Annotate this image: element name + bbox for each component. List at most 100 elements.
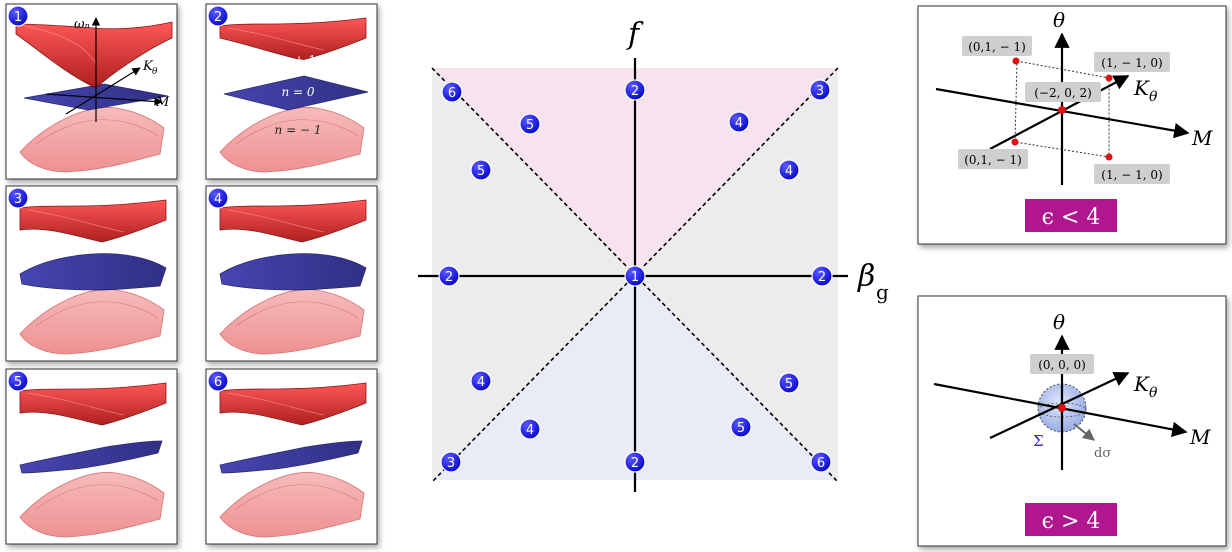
band-label-zero: n = 0: [281, 85, 314, 99]
phase-badge: 2: [438, 265, 460, 287]
lower-band: [219, 472, 365, 538]
upper-band: [219, 199, 367, 243]
sphere-equator: [1037, 402, 1087, 418]
band-label-minus: n = − 1: [275, 123, 322, 137]
band-panel-4: 4: [205, 185, 378, 362]
svg-text:4: 4: [526, 423, 534, 438]
phase-badge: 2: [811, 265, 833, 287]
phase-badge: 3: [440, 451, 462, 473]
band-panel-6: 6: [205, 368, 378, 545]
svg-text:(0,1, − 1): (0,1, − 1): [964, 153, 1022, 167]
phase-badge: 6: [441, 81, 463, 103]
condition-label: ϵ < 4: [1042, 205, 1101, 230]
middle-band: [219, 253, 367, 291]
band-label-plus: n = + 1: [269, 53, 316, 67]
panel-badge: 6: [207, 370, 229, 392]
k-label: K: [142, 59, 154, 74]
k-theta-axis: [65, 67, 141, 115]
phase-badge: 4: [519, 418, 541, 440]
phase-badge: 4: [470, 370, 492, 392]
k-subscript: θ: [1149, 89, 1158, 105]
phase-badges: 6 2 3 5 4 5 4 2 1 2 4 5 4 5 3 2 6: [438, 79, 833, 473]
m-label: M: [155, 95, 170, 110]
k-subscript: θ: [152, 67, 158, 77]
lattice-point: [1105, 153, 1113, 161]
point-label: (0,1, − 1): [962, 36, 1032, 56]
svg-text:4: 4: [477, 375, 485, 390]
svg-text:1: 1: [631, 270, 639, 285]
phase-badge: 3: [809, 79, 831, 101]
k-label: K: [1133, 372, 1150, 396]
phase-badge: 1: [624, 265, 646, 287]
point-label: (−2, 0, 2): [1025, 82, 1101, 102]
svg-text:(1, − 1, 0): (1, − 1, 0): [1101, 56, 1162, 70]
lower-band: [219, 107, 365, 173]
condition-box: [1025, 503, 1117, 536]
sigma-label: Σ: [1033, 432, 1044, 450]
panel-badge: 3: [7, 187, 29, 209]
omega-label: ωₙ: [74, 17, 90, 32]
svg-text:3: 3: [14, 192, 22, 207]
beta-axis-subscript: g: [876, 280, 889, 304]
middle-band: [219, 440, 363, 474]
svg-text:2: 2: [631, 456, 639, 471]
svg-text:(−2, 0, 2): (−2, 0, 2): [1034, 86, 1092, 100]
point-label: (1, − 1, 0): [1094, 164, 1170, 184]
svg-text:4: 4: [735, 116, 743, 131]
band-panel-5: 5: [5, 368, 178, 545]
point-label: (1, − 1, 0): [1094, 52, 1170, 72]
phase-badge: 5: [778, 372, 800, 394]
phase-badge: 5: [730, 416, 752, 438]
beta-axis-label: β: [857, 259, 875, 294]
upper-band: [219, 382, 367, 426]
theta-label: θ: [1053, 310, 1065, 334]
svg-text:6: 6: [448, 86, 456, 101]
svg-text:5: 5: [785, 377, 793, 392]
middle-band: [19, 253, 167, 291]
lower-band: [19, 472, 165, 538]
k-subscript: θ: [1149, 385, 1158, 401]
panel-badge: 2: [207, 5, 229, 27]
svg-text:6: 6: [214, 375, 222, 390]
svg-text:5: 5: [526, 118, 534, 133]
middle-band: [223, 75, 369, 111]
phase-badge: 5: [470, 159, 492, 181]
svg-text:6: 6: [817, 456, 825, 471]
svg-text:1: 1: [14, 10, 22, 25]
f-axis-label: f: [626, 17, 644, 52]
m-label: M: [1191, 126, 1213, 150]
upper-band: [19, 382, 167, 426]
k-label: K: [1133, 76, 1150, 100]
panel-badge: 1: [7, 5, 29, 27]
condition-box: [1025, 199, 1117, 232]
svg-text:(1, − 1, 0): (1, − 1, 0): [1101, 168, 1162, 182]
phase-badge: 4: [728, 111, 750, 133]
lower-band: [219, 289, 365, 355]
dsigma-label: dσ: [1094, 446, 1111, 461]
band-panel-3: 3: [5, 185, 178, 362]
point-label: (0,1, − 1): [958, 149, 1028, 169]
phase-diagram: f β g 6 2 3 5 4 5 4 2 1 2 4 5 4 5 3 2 6: [418, 17, 889, 492]
svg-text:(0, 0, 0): (0, 0, 0): [1038, 358, 1086, 372]
svg-text:5: 5: [477, 164, 485, 179]
svg-text:5: 5: [14, 375, 22, 390]
theta-label: θ: [1053, 8, 1065, 32]
svg-text:3: 3: [816, 84, 824, 99]
panel-epsilon-less: θ K θ M (0,1, − 1) (1, − 1, 0) (−2, 0, 2…: [917, 5, 1227, 245]
panel-badge: 4: [207, 187, 229, 209]
upper-band: [219, 17, 367, 61]
phase-badge: 5: [519, 113, 541, 135]
middle-band: [19, 440, 163, 474]
lattice-point: [1105, 74, 1113, 82]
band-panel-2: n = + 1 n = 0 n = − 1 2: [205, 3, 378, 180]
lattice-point-origin: [1058, 106, 1066, 114]
lower-band: [19, 107, 165, 173]
svg-text:4: 4: [785, 164, 793, 179]
phase-badge: 2: [624, 79, 646, 101]
point-label: (0, 0, 0): [1030, 354, 1094, 374]
upper-band: [15, 21, 173, 89]
svg-text:2: 2: [214, 10, 222, 25]
